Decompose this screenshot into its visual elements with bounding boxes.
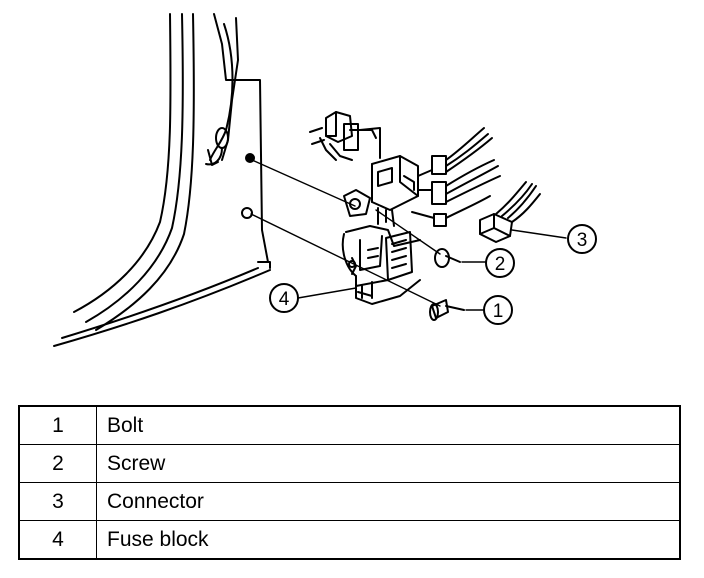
legend-row: 4 Fuse block	[18, 520, 681, 560]
fuse-block	[341, 155, 421, 305]
callout-4-number: 4	[279, 289, 290, 310]
bolt	[429, 299, 465, 321]
callout-3: 3	[567, 224, 597, 254]
callout-2: 2	[485, 248, 515, 278]
legend-label: Screw	[96, 444, 681, 483]
callout-1: 1	[483, 295, 513, 325]
leader-line-4	[297, 287, 357, 299]
legend-number: 1	[18, 405, 97, 445]
installation-line-upper	[251, 159, 356, 207]
leader-line-3	[511, 229, 567, 239]
legend-row: 3 Connector	[18, 482, 681, 521]
callout-2-number: 2	[495, 254, 506, 275]
connector	[479, 181, 541, 243]
legend-number: 4	[18, 520, 97, 560]
callout-1-number: 1	[493, 301, 504, 322]
screw	[434, 248, 461, 268]
body-panel	[53, 13, 271, 347]
upper-relay-connectors	[309, 111, 381, 161]
callout-3-number: 3	[577, 230, 588, 251]
callout-4: 4	[269, 283, 299, 313]
legend-row: 2 Screw	[18, 444, 681, 483]
legend-number: 3	[18, 482, 97, 521]
fuse-block-illustration: 1 2 3 4	[53, 13, 597, 347]
mounting-hole-lower	[241, 207, 253, 219]
legend-table: 1 Bolt 2 Screw 3 Connector 4 Fuse block	[18, 405, 681, 560]
legend-label: Fuse block	[96, 520, 681, 560]
legend-label: Connector	[96, 482, 681, 521]
legend-label: Bolt	[96, 405, 681, 445]
legend-number: 2	[18, 444, 97, 483]
right-harness-connectors	[411, 127, 501, 227]
legend-row: 1 Bolt	[18, 405, 681, 445]
